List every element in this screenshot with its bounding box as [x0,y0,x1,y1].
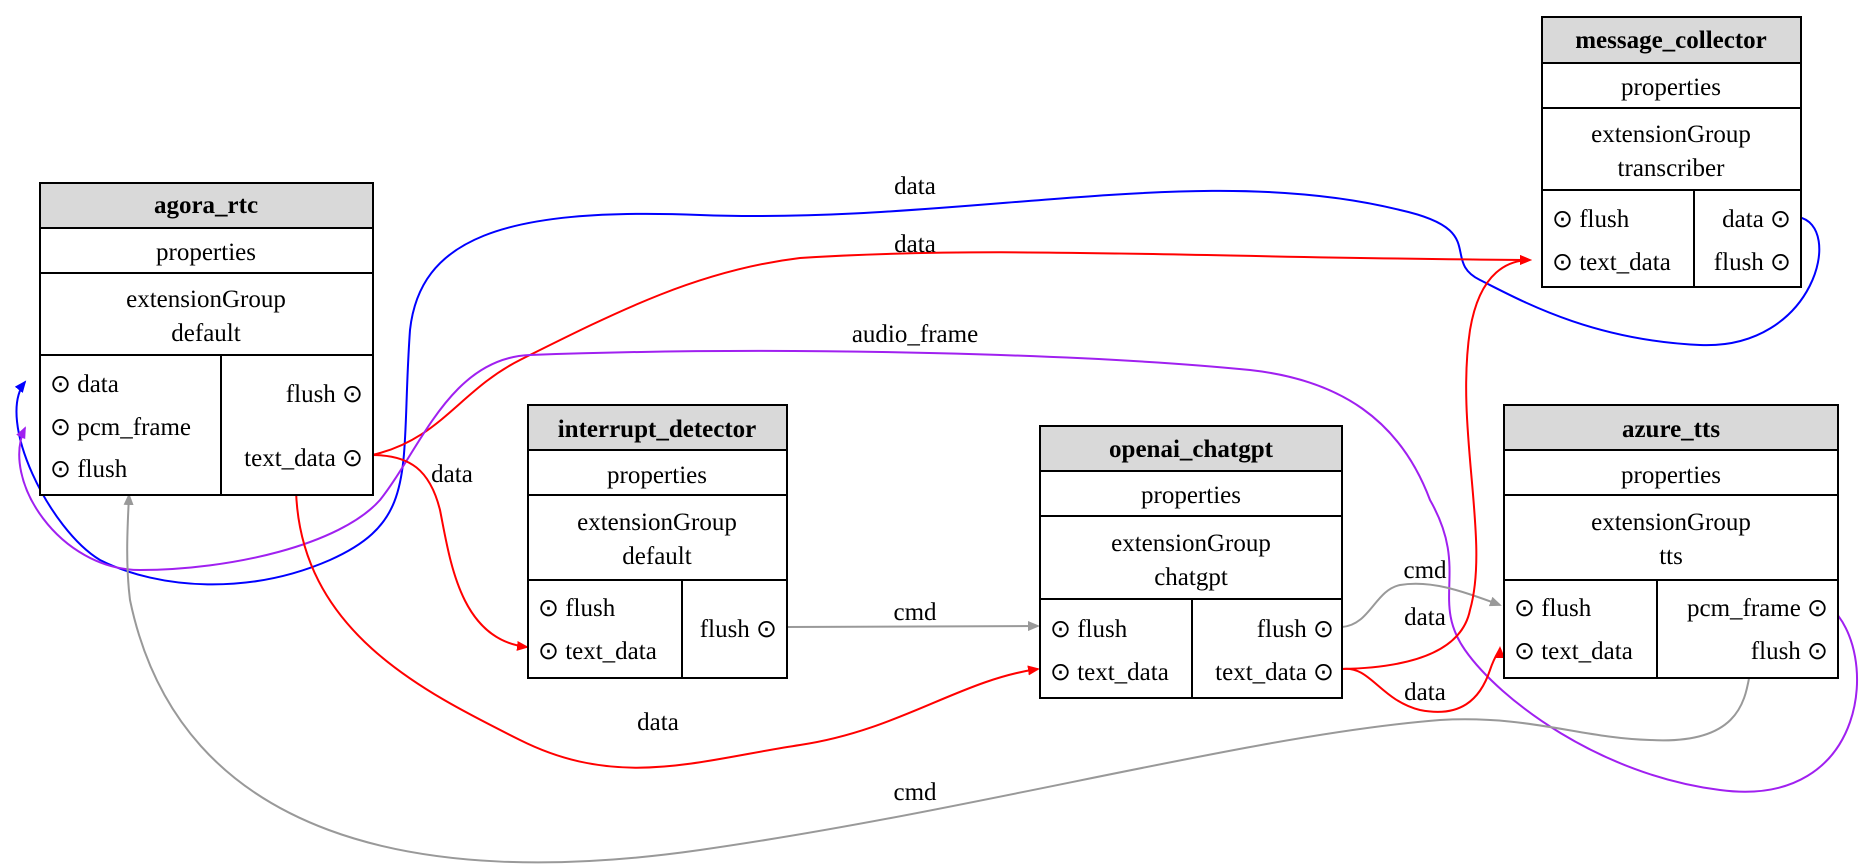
port-out-text-data[interactable]: text_data ⊙ [244,445,363,472]
node-title: openai_chatgpt [1109,436,1274,463]
label-agora-text-to-chatgpt: data [637,709,679,736]
edge-tts-pcm-to-agora-pcm[interactable] [16,349,1859,793]
edge-chatgpt-text-to-collector-text[interactable] [1341,255,1532,670]
node-header [527,404,788,451]
node-header [1503,404,1839,451]
node-interrupt-detector[interactable]: interrupt_detector properties extensionG… [527,404,788,679]
node-group-label: extensionGroup [126,286,286,313]
node-header [39,182,374,229]
node-title: agora_rtc [154,192,258,219]
label-chatgpt-text-to-tts: data [1404,679,1446,706]
node-properties[interactable]: properties [1141,482,1241,509]
node-properties[interactable]: properties [1621,74,1721,101]
port-in-data[interactable]: ⊙ data [50,371,119,398]
port-out-data[interactable]: data ⊙ [1722,206,1791,233]
node-group-name: tts [1659,543,1683,570]
node-group-label: extensionGroup [577,509,737,536]
node-group-name: transcriber [1618,155,1726,182]
node-group-name: chatgpt [1154,564,1228,591]
edge-chatgpt-flush-to-tts-flush[interactable] [1341,582,1502,628]
node-properties[interactable]: properties [607,462,707,489]
label-collector-data-to-agora: data [894,173,936,200]
edge-chatgpt-text-to-tts-text[interactable] [1341,646,1505,713]
label-tts-flush-to-agora: cmd [893,779,937,806]
label-interrupt-flush-to-chatgpt: cmd [893,599,937,626]
node-header [1541,16,1802,64]
node-azure-tts[interactable]: azure_tts properties extensionGroup tts … [1503,404,1839,679]
node-group-name: default [622,543,691,570]
label-agora-text-to-interrupt: data [431,461,473,488]
edge-tts-flush-to-agora-flush[interactable] [123,493,1751,864]
node-properties[interactable]: properties [156,239,256,266]
port-in-pcm-frame[interactable]: ⊙ pcm_frame [50,414,191,441]
port-out-flush[interactable]: flush ⊙ [1714,249,1791,276]
node-title: message_collector [1575,27,1767,54]
port-in-text-data[interactable]: ⊙ text_data [1514,638,1633,665]
edge-collector-data-to-agora-data[interactable] [14,189,1821,586]
port-out-pcm-frame[interactable]: pcm_frame ⊙ [1687,595,1828,622]
node-message-collector[interactable]: message_collector properties extensionGr… [1541,16,1802,288]
node-properties[interactable]: properties [1621,462,1721,489]
node-openai-chatgpt[interactable]: openai_chatgpt properties extensionGroup… [1039,425,1343,699]
edge-labels: data data audio_frame data cmd data cmd … [431,173,1447,806]
port-in-flush[interactable]: ⊙ flush [1050,616,1128,643]
node-header [1039,425,1343,472]
edge-agora-text-to-collector-text[interactable] [371,251,1532,456]
node-title: interrupt_detector [558,416,757,443]
port-in-text-data[interactable]: ⊙ text_data [1050,659,1169,686]
port-out-flush[interactable]: flush ⊙ [1751,638,1828,665]
node-group-label: extensionGroup [1591,509,1751,536]
node-group-label: extensionGroup [1111,530,1271,557]
port-in-flush[interactable]: ⊙ flush [1552,206,1630,233]
label-tts-pcm-to-agora: audio_frame [852,321,978,348]
label-chatgpt-text-to-collector: data [1404,604,1446,631]
port-in-flush[interactable]: ⊙ flush [1514,595,1592,622]
edge-interrupt-flush-to-chatgpt-flush[interactable] [786,621,1040,632]
port-in-flush[interactable]: ⊙ flush [50,456,128,483]
node-group-label: extensionGroup [1591,121,1751,148]
node-group-name: default [171,320,240,347]
edge-agora-text-to-chatgpt-text[interactable] [295,489,1040,769]
port-out-flush[interactable]: flush ⊙ [1257,616,1334,643]
port-out-flush[interactable]: flush ⊙ [700,616,777,643]
port-in-text-data[interactable]: ⊙ text_data [1552,249,1671,276]
edges [14,189,1859,864]
edge-agora-text-to-interrupt-text[interactable] [371,454,529,651]
port-out-text-data[interactable]: text_data ⊙ [1215,659,1334,686]
label-chatgpt-flush-to-tts: cmd [1403,557,1447,584]
port-out-flush[interactable]: flush ⊙ [286,381,363,408]
node-agora-rtc[interactable]: agora_rtc properties extensionGroup defa… [39,182,374,496]
node-title: azure_tts [1622,416,1720,443]
label-agora-text-to-collector: data [894,231,936,258]
port-in-flush[interactable]: ⊙ flush [538,595,616,622]
port-in-text-data[interactable]: ⊙ text_data [538,638,657,665]
